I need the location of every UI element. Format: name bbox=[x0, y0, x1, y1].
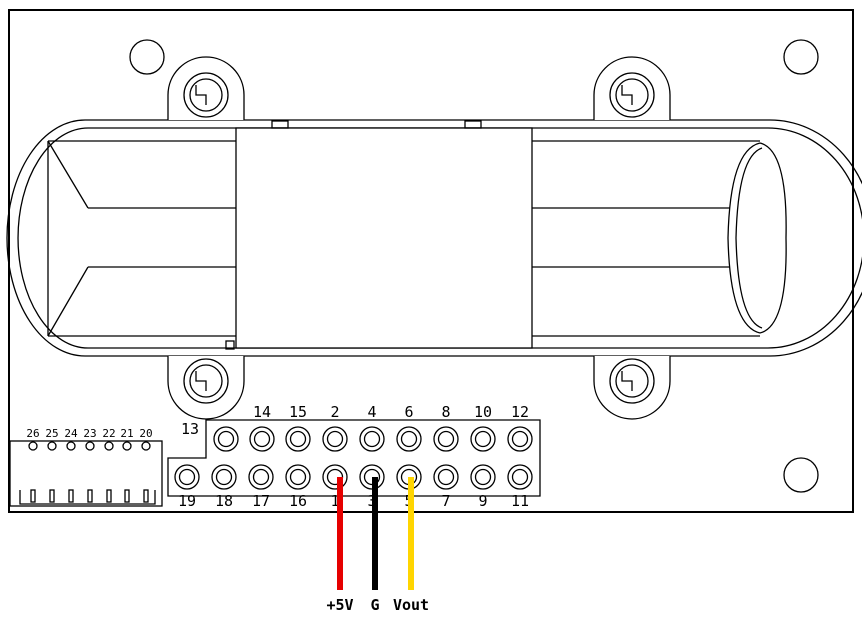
pin-label-4: 4 bbox=[367, 403, 376, 421]
header-pin-15 bbox=[285, 426, 311, 452]
small-connector-pin-20 bbox=[141, 441, 151, 503]
small-connector-label-20: 20 bbox=[139, 427, 152, 440]
small-connector-label-23: 23 bbox=[83, 427, 96, 440]
header-pin-9 bbox=[470, 464, 496, 490]
wire-label-2: G bbox=[370, 596, 379, 614]
pin-label-17: 17 bbox=[252, 492, 270, 510]
header-pin-6 bbox=[396, 426, 422, 452]
pin-label-2: 2 bbox=[330, 403, 339, 421]
mounting-hole-top-left bbox=[129, 39, 165, 75]
header-pin-4 bbox=[359, 426, 385, 452]
pin-label-16: 16 bbox=[289, 492, 307, 510]
small-connector-label-21: 21 bbox=[120, 427, 133, 440]
mounting-ear-bottom-right bbox=[593, 356, 671, 420]
header-pin-7 bbox=[433, 464, 459, 490]
header-pin-13 bbox=[213, 426, 239, 452]
small-connector-pin-22 bbox=[104, 441, 114, 503]
pin-label-8: 8 bbox=[441, 403, 450, 421]
wire-label-1: +5V bbox=[326, 596, 353, 614]
pin-label-7: 7 bbox=[441, 492, 450, 510]
pin-label-19: 19 bbox=[178, 492, 196, 510]
header-pin-8 bbox=[433, 426, 459, 452]
header-pin-17 bbox=[248, 464, 274, 490]
small-connector-pin-25 bbox=[47, 441, 57, 503]
header-pin-19 bbox=[174, 464, 200, 490]
pin-label-13: 13 bbox=[181, 420, 199, 438]
header-pin-16 bbox=[285, 464, 311, 490]
header-pin-2 bbox=[322, 426, 348, 452]
small-connector-pin-26 bbox=[28, 441, 38, 503]
small-connector bbox=[9, 440, 163, 507]
mounting-ear-top-right bbox=[593, 56, 671, 120]
header-pin-11 bbox=[507, 464, 533, 490]
header-pin-18 bbox=[211, 464, 237, 490]
pin-label-9: 9 bbox=[478, 492, 487, 510]
mounting-ear-top-left bbox=[167, 56, 245, 120]
wire-labels: +5V G Vout bbox=[326, 596, 429, 614]
mounting-ear-bottom-left bbox=[167, 340, 245, 420]
header-pin-12 bbox=[507, 426, 533, 452]
small-connector-label-26: 26 bbox=[26, 427, 39, 440]
small-connector-pin-21 bbox=[122, 441, 132, 503]
sensor-housing bbox=[6, 119, 862, 357]
pin-label-14: 14 bbox=[253, 403, 271, 421]
small-connector-labels: 26 25 24 23 22 21 20 bbox=[26, 427, 152, 440]
mounting-hole-top-right bbox=[783, 39, 819, 75]
pin-header bbox=[167, 419, 541, 497]
pin-label-12: 12 bbox=[511, 403, 529, 421]
pin-label-15: 15 bbox=[289, 403, 307, 421]
pin-label-1: 1 bbox=[330, 492, 339, 510]
pin-header-labels: 14152468101213191817161357911 bbox=[178, 403, 529, 510]
pin-label-6: 6 bbox=[404, 403, 413, 421]
pin-label-18: 18 bbox=[215, 492, 233, 510]
small-connector-label-22: 22 bbox=[102, 427, 115, 440]
small-connector-label-24: 24 bbox=[64, 427, 78, 440]
small-connector-pin-23 bbox=[85, 441, 95, 503]
header-pin-14 bbox=[249, 426, 275, 452]
wire-harness bbox=[337, 477, 414, 590]
small-connector-label-25: 25 bbox=[45, 427, 58, 440]
wire-label-3: Vout bbox=[393, 596, 429, 614]
pin-label-11: 11 bbox=[511, 492, 529, 510]
pin-label-10: 10 bbox=[474, 403, 492, 421]
small-connector-pin-24 bbox=[66, 441, 76, 503]
mounting-hole-bottom-right bbox=[783, 457, 819, 493]
header-pin-10 bbox=[470, 426, 496, 452]
header-pin-1 bbox=[322, 464, 348, 490]
